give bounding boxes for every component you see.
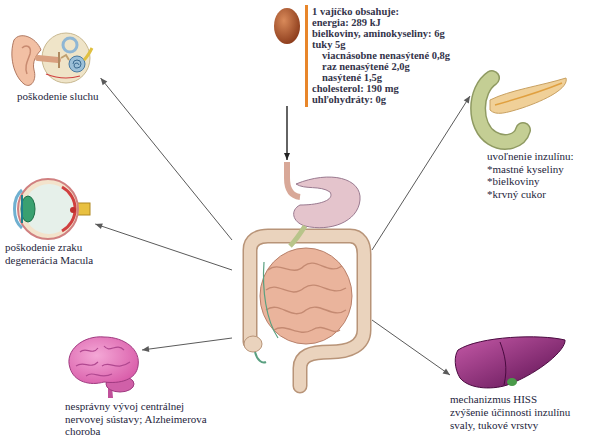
caption-text: bielkoviny, aminokyseliny: 6g xyxy=(312,28,450,39)
caption-text: viacnásobne nenasýtené 0,8g xyxy=(312,50,450,61)
caption-text: *krvný cukor xyxy=(487,188,574,201)
brain-picture xyxy=(69,337,138,398)
caption-text: svaly, tukové vrstvy xyxy=(450,419,570,432)
caption-text: *bielkoviny xyxy=(487,175,574,188)
eye-callout: poškodenie zrakudegenerácia Macula xyxy=(3,172,95,267)
caption-text: poškodenie sluchu xyxy=(17,90,99,103)
ear-callout: poškodenie sluchu xyxy=(5,22,101,104)
caption-text: energia: 289 kJ xyxy=(312,17,450,28)
egg-info-box: 1 vajíčko obsahuje:energia: 289 kJbielko… xyxy=(270,3,452,106)
ear-picture xyxy=(12,33,92,85)
caption-heading: 1 vajíčko obsahuje: xyxy=(312,6,450,17)
caption-text: degenerácia Macula xyxy=(5,254,93,267)
liver-callout: mechanizmus HISSzvýšenie účinnosti inzul… xyxy=(450,335,572,432)
arrow-head xyxy=(284,153,290,160)
arrow-connector xyxy=(372,96,470,250)
caption-heading: poškodenie zraku xyxy=(5,241,93,254)
pancreas-callout: uvoľnenie inzulínu:*mastné kyseliny*biel… xyxy=(470,68,576,201)
caption-text: tuky 5g xyxy=(312,39,450,50)
arrow-line xyxy=(142,338,232,350)
caption-text: *mastné kyseliny xyxy=(487,163,574,176)
digestive-tract xyxy=(232,160,372,388)
arrow-line xyxy=(372,96,470,250)
caption-text: uhľohydráty: 0g xyxy=(312,94,450,105)
caption-text: nesprávny vývoj centrálnej nervovej súst… xyxy=(65,400,225,438)
arrow-head xyxy=(142,346,149,352)
arrow-head xyxy=(464,96,470,104)
pancreas-picture xyxy=(478,78,566,142)
arrow-connector xyxy=(284,106,290,160)
arrow-connector xyxy=(372,320,450,375)
caption-text: zvýšenie účinnosti inzulínu xyxy=(450,406,570,419)
brain-callout: nesprávny vývoj centrálnej nervovej súst… xyxy=(62,328,227,439)
arrow-head xyxy=(101,78,108,85)
caption-text: raz nenasýtené 2,0g xyxy=(312,61,450,72)
eye-picture xyxy=(15,179,91,239)
arrow-line xyxy=(101,78,232,240)
arrow-connector xyxy=(95,223,232,270)
digestive-picture xyxy=(244,162,364,386)
arrow-head xyxy=(95,223,103,229)
caption-text: cholesterol: 190 mg xyxy=(312,83,450,94)
arrow-line xyxy=(372,320,450,375)
egg-picture xyxy=(274,5,308,107)
arrow-line xyxy=(95,224,232,270)
arrow-connector xyxy=(142,338,232,352)
arrow-head xyxy=(443,369,450,375)
caption-heading: mechanizmus HISS xyxy=(450,393,570,406)
caption-text: nasýtené 1,5g xyxy=(312,72,450,83)
arrow-connector xyxy=(101,78,232,240)
liver-picture xyxy=(455,337,565,388)
arrow-line xyxy=(286,106,287,160)
caption-heading: uvoľnenie inzulínu: xyxy=(487,150,574,163)
